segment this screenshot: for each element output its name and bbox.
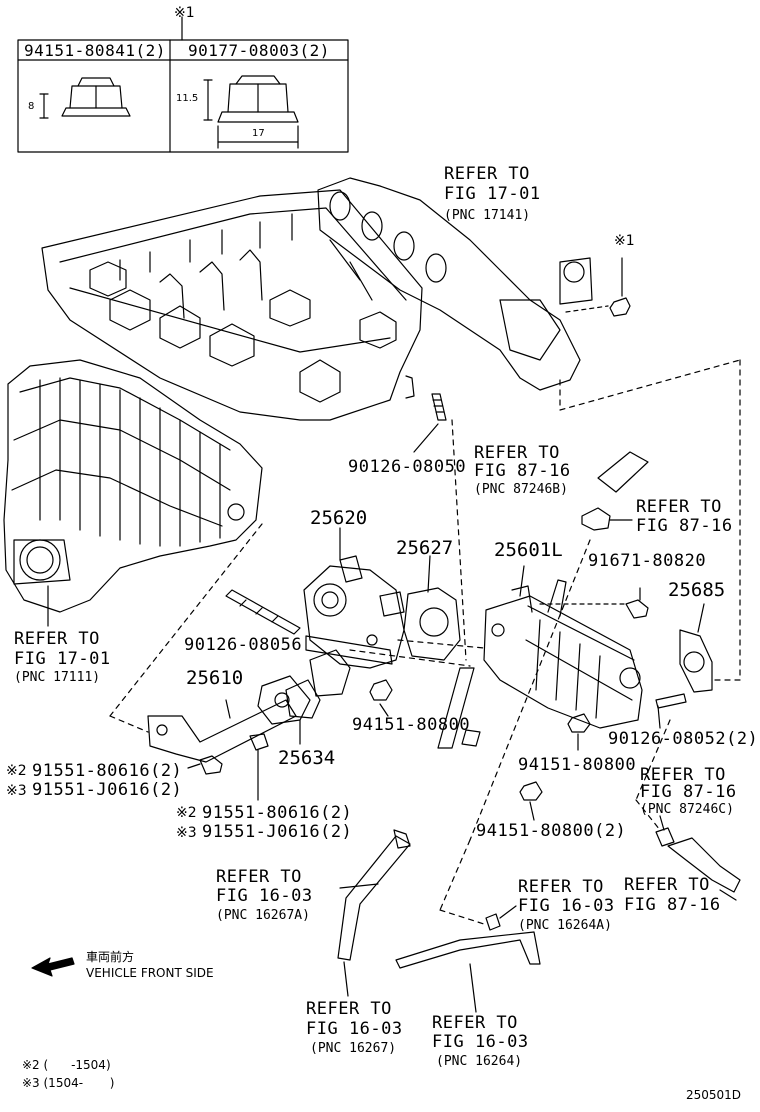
- part-number: 25627: [396, 537, 454, 559]
- diagram-code: 250501D: [686, 1088, 742, 1102]
- hose-clamp-icon: [393, 829, 411, 849]
- nut-icon: [519, 781, 543, 801]
- table-col2-header: 90177-08003(2): [188, 41, 330, 60]
- dimension-label: 8: [28, 101, 35, 112]
- bolt-icon: [249, 733, 269, 751]
- egr-cooler: [483, 579, 643, 729]
- coolant-hose: [667, 837, 741, 893]
- part-number: 91671-80820: [588, 551, 707, 571]
- flange-nut-icon: [39, 77, 131, 119]
- coolant-pipe: [461, 729, 481, 747]
- note-mark-3: ※3: [6, 783, 27, 799]
- part-number: 25601L: [494, 539, 563, 561]
- front-label-jp: 車両前方: [86, 950, 135, 964]
- stud-bolt: [225, 589, 301, 635]
- nut-icon: [609, 297, 631, 317]
- part-number: 25610: [186, 667, 244, 689]
- note-mark-2: ※2: [6, 763, 27, 779]
- part-number: 91551-80616(2): [32, 761, 183, 781]
- part-number: 91551-80616(2): [202, 803, 353, 823]
- bolt-icon: [625, 599, 649, 619]
- nut-icon: [567, 713, 591, 733]
- hose-clamp-icon: [655, 827, 675, 847]
- dimension-label: 17: [252, 128, 265, 139]
- fastener-table: [17, 16, 349, 153]
- part-number: 90126-08052(2): [608, 729, 759, 749]
- hose-clamp-icon: [581, 507, 611, 531]
- gasket: [285, 679, 321, 719]
- part-number: 94151-80800: [518, 755, 637, 775]
- coolant-hose: [337, 835, 411, 961]
- cylinder-head: [41, 189, 423, 421]
- gasket: [403, 587, 461, 661]
- part-number: 25634: [278, 747, 336, 769]
- coolant-hose: [395, 931, 541, 969]
- part-number: 25620: [310, 507, 368, 529]
- egr-valve: [303, 555, 405, 669]
- gasket: [309, 649, 351, 697]
- part-number: 25685: [668, 579, 726, 601]
- part-number: 91551-J0616(2): [202, 822, 353, 842]
- note-mark-1: ※1: [174, 5, 195, 21]
- gasket: [679, 629, 713, 693]
- footnote-2: ※2 ( -1504): [22, 1058, 111, 1072]
- part-number: 94151-80800(2): [476, 821, 627, 841]
- flange-nut-icon: [203, 75, 299, 149]
- arrow-left-icon: [31, 957, 75, 977]
- exhaust-manifold: [317, 177, 593, 391]
- stud-bolt: [431, 393, 447, 421]
- part-number: 91551-J0616(2): [32, 780, 183, 800]
- part-number: 90126-08050: [348, 457, 467, 477]
- guide-lines: [109, 359, 741, 925]
- nut-icon: [369, 679, 393, 701]
- coolant-pipe: [437, 667, 475, 749]
- bolt-icon: [199, 755, 223, 775]
- footnote-3: ※3 (1504- ): [22, 1076, 115, 1090]
- note-mark-2: ※2: [176, 805, 197, 821]
- stud-bolt: [655, 693, 687, 709]
- part-number: 94151-80800: [352, 715, 471, 735]
- intake-manifold: [3, 359, 263, 613]
- table-col1-header: 94151-80841(2): [24, 41, 166, 60]
- hose: [597, 451, 649, 493]
- front-label-en: VEHICLE FRONT SIDE: [86, 966, 214, 980]
- note-mark-1: ※1: [614, 233, 635, 249]
- part-number: 90126-08056: [184, 635, 303, 655]
- dimension-label: 11.5: [176, 93, 199, 104]
- hose-clamp-icon: [485, 913, 501, 931]
- note-mark-3: ※3: [176, 825, 197, 841]
